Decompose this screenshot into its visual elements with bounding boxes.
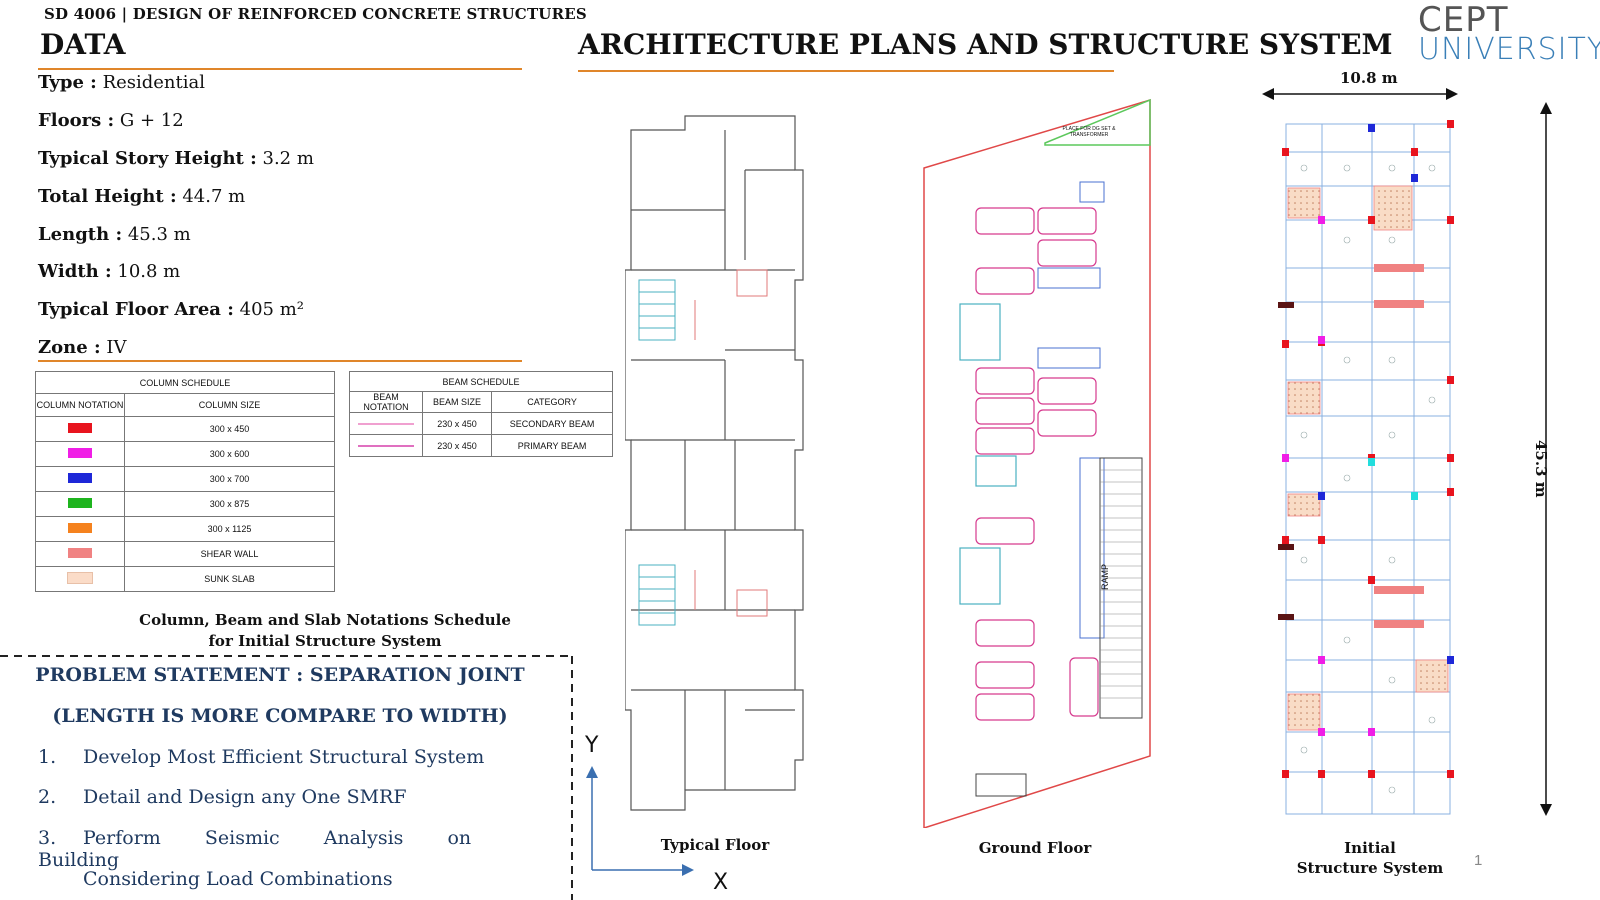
dg-set-note: PLACE FOR DG SET & TRANSFORMER xyxy=(1062,126,1116,138)
column-size: SHEAR WALL xyxy=(124,541,335,567)
x-axis-label: X xyxy=(713,870,729,895)
logo-cept: CEPT xyxy=(1418,0,1509,40)
beam-size-header: BEAM SIZE xyxy=(421,391,493,413)
column-swatch xyxy=(68,498,92,508)
column-size: SUNK SLAB xyxy=(124,566,335,592)
column-notation-header: COLUMN NOTATION xyxy=(35,393,125,417)
problem-item-3: 3.Perform Seismic Analysis on Building xyxy=(38,827,472,871)
data-floors: Floors : G + 12 xyxy=(38,110,184,131)
problem-item-2: 2.Detail and Design any One SMRF xyxy=(38,786,407,808)
problem-item-1: 1.Develop Most Efficient Structural Syst… xyxy=(38,746,485,768)
length-dimension: 45.3 m xyxy=(1532,440,1550,498)
ramp-label: RAMP xyxy=(1100,563,1110,590)
beam-notation-header: BEAM NOTATION xyxy=(349,391,423,413)
structure-system-plan xyxy=(1262,88,1552,816)
y-axis-label: Y xyxy=(585,733,599,758)
structure-caption-line1: Initial xyxy=(1344,839,1396,857)
column-size: 300 x 450 xyxy=(124,416,335,442)
data-bottom-rule xyxy=(38,360,522,362)
column-swatch xyxy=(68,548,92,558)
data-story-height: Typical Story Height : 3.2 m xyxy=(38,148,314,169)
beam-size: 230 x 450 xyxy=(421,434,493,457)
data-type: Type : Residential xyxy=(38,72,206,93)
column-size: 300 x 1125 xyxy=(124,516,335,542)
beam-size: 230 x 450 xyxy=(421,412,493,435)
architecture-heading: ARCHITECTURE PLANS AND STRUCTURE SYSTEM xyxy=(578,28,1393,61)
architecture-underline xyxy=(578,70,1114,72)
column-swatch xyxy=(67,572,93,584)
beam-category-header: CATEGORY xyxy=(491,391,613,413)
beam-category: PRIMARY BEAM xyxy=(491,434,613,457)
schedule-caption-line1: Column, Beam and Slab Notations Schedule xyxy=(139,611,511,629)
course-title: SD 4006 | DESIGN OF REINFORCED CONCRETE … xyxy=(44,5,587,23)
column-size: 300 x 700 xyxy=(124,466,335,492)
column-schedule-title: COLUMN SCHEDULE xyxy=(35,371,335,394)
typical-floor-caption: Typical Floor xyxy=(660,836,770,854)
axis-arrows xyxy=(586,766,694,876)
ground-floor-caption: Ground Floor xyxy=(978,839,1092,857)
page-number: 1 xyxy=(1474,852,1483,869)
beam-category: SECONDARY BEAM xyxy=(491,412,613,435)
structure-caption-line2: Structure System xyxy=(1296,859,1444,877)
column-swatch xyxy=(68,448,92,458)
problem-item-3-cont: Considering Load Combinations xyxy=(83,868,393,890)
data-length: Length : 45.3 m xyxy=(38,224,191,245)
problem-subtitle: (LENGTH IS MORE COMPARE TO WIDTH) xyxy=(52,705,508,727)
schedule-caption-line2: for Initial Structure System xyxy=(208,632,442,650)
beam-schedule-title: BEAM SCHEDULE xyxy=(349,371,613,392)
data-heading: DATA xyxy=(40,28,126,61)
logo-university: UNIVERSITY xyxy=(1418,32,1600,67)
column-swatch xyxy=(68,473,92,483)
data-zone: Zone : IV xyxy=(38,337,127,358)
beam-swatch xyxy=(358,422,414,425)
column-size-header: COLUMN SIZE xyxy=(124,393,335,417)
problem-title: PROBLEM STATEMENT : SEPARATION JOINT xyxy=(35,664,525,686)
data-floor-area: Typical Floor Area : 405 m² xyxy=(38,299,304,320)
ground-floor-plan xyxy=(923,98,1151,828)
width-dimension: 10.8 m xyxy=(1340,69,1398,87)
typical-floor-plan xyxy=(625,115,804,811)
data-total-height: Total Height : 44.7 m xyxy=(38,186,246,207)
beam-swatch xyxy=(358,444,414,447)
data-underline xyxy=(38,68,522,70)
column-size: 300 x 600 xyxy=(124,441,335,467)
column-size: 300 x 875 xyxy=(124,491,335,517)
data-width: Width : 10.8 m xyxy=(38,261,181,282)
column-swatch xyxy=(68,423,92,433)
problem-box-border xyxy=(0,655,573,900)
column-swatch xyxy=(68,523,92,533)
